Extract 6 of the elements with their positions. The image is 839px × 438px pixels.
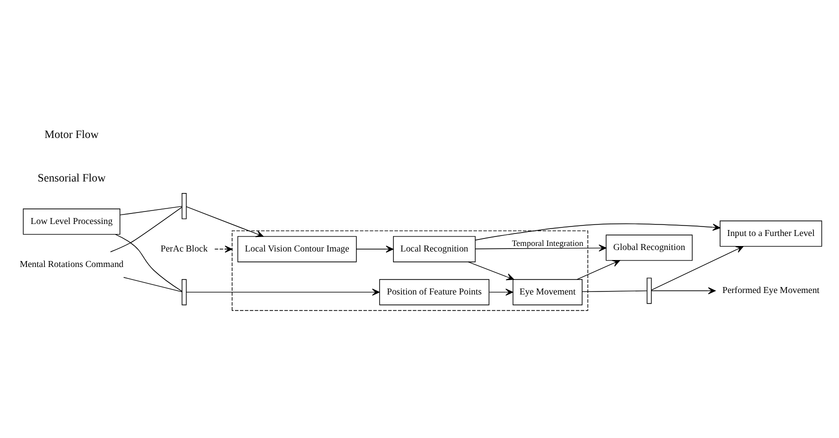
node-text: Mental Rotations Command: [20, 258, 124, 269]
node-text: Performed Eye Movement: [722, 284, 820, 295]
node-text: PerAc Block: [160, 243, 208, 254]
edge-label: Temporal Integration: [512, 238, 584, 248]
label: Motor Flow: [44, 128, 99, 141]
label: Sensorial Flow: [38, 172, 106, 184]
